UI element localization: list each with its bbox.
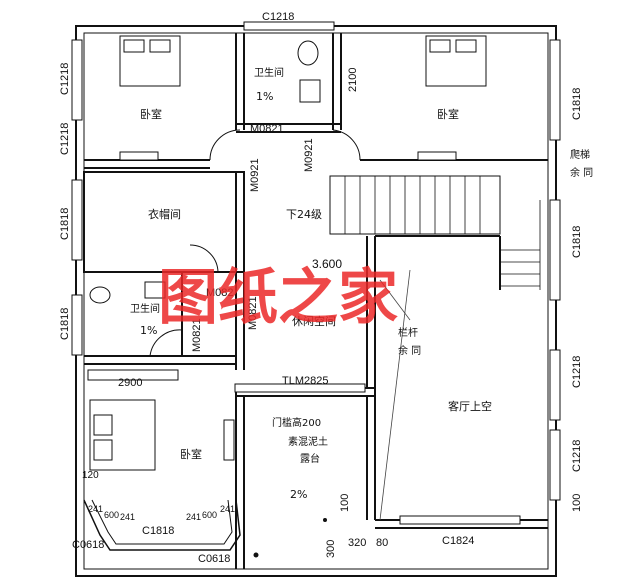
code-c1824-bottom: C1824: [442, 535, 474, 547]
code-c1818-right-b: C1818: [571, 226, 583, 258]
wardrobe-label: 衣帽间: [148, 207, 181, 221]
code-c1218-left-b: C1218: [59, 123, 71, 155]
railing-top-label-1: 爬梯: [570, 148, 590, 161]
opening-codes: C1218 C1218 C1218 C1818 C1818 C1818 C181…: [59, 11, 583, 565]
watermark-text: 图纸之家: [158, 263, 398, 333]
code-m0921-b: M0921: [303, 138, 315, 172]
code-m0821-left: M0821: [191, 318, 203, 352]
lounge-label: 休闲空间: [292, 314, 336, 328]
railing-top-label-2: 余 同: [570, 166, 593, 179]
stair-treads: [344, 176, 541, 521]
bathroom-top-label: 卫生间: [254, 66, 284, 79]
room-labels: 卧室 卧室 卧室 卫生间 卫生间 衣帽间 休闲空间 客厅上空 素混泥土 露台 下…: [130, 66, 593, 501]
dim-320: 320: [348, 537, 366, 549]
door-height-label: 门槛高200: [272, 416, 321, 429]
dim-600-b: 600: [202, 510, 217, 520]
slope-bath-left: 1%: [140, 324, 157, 337]
dim-300: 300: [325, 540, 337, 558]
code-c1218-top: C1218: [262, 11, 294, 23]
code-c1818-right-a: C1818: [571, 88, 583, 120]
living-void-label: 客厅上空: [448, 399, 492, 413]
code-m082: M082: [206, 287, 234, 299]
terrace-material-label: 素混泥土: [288, 435, 328, 448]
dim-120: 120: [82, 470, 99, 481]
dim-241-d: 241: [220, 504, 235, 514]
dim-100-b: 100: [571, 494, 583, 512]
dim-241-a: 241: [88, 504, 103, 514]
terrace-label: 露台: [300, 452, 320, 465]
dimensions: 2100 3.600 2900 100 100 300 320 80 120 2…: [82, 68, 583, 558]
dim-2100: 2100: [347, 68, 359, 92]
slope-terrace: 2%: [290, 488, 307, 501]
slope-bath-top: 1%: [256, 90, 273, 103]
railing-mid-label-2: 余 同: [398, 344, 421, 357]
dim-241-c: 241: [186, 512, 201, 522]
code-m0921-a: M0921: [249, 158, 261, 192]
code-tlm2825: TLM2825: [282, 375, 328, 387]
railing-mid-label-1: 栏杆: [398, 326, 418, 339]
code-c1818-left-b: C1818: [59, 308, 71, 340]
code-m0821-lounge: M0821: [247, 296, 259, 330]
windows: [71, 21, 561, 525]
bathroom-left-label: 卫生间: [130, 302, 160, 315]
dim-2900: 2900: [118, 377, 142, 389]
bedroom-top-left-label: 卧室: [140, 107, 162, 121]
door-swings: [149, 129, 361, 357]
code-c1218-right-b: C1218: [571, 440, 583, 472]
stair-down-label: 下24级: [286, 208, 322, 221]
code-c1818-bottom: C1818: [142, 525, 174, 537]
code-c1218-left-a: C1218: [59, 63, 71, 95]
furniture: [87, 35, 487, 471]
code-m0821-a: M0821: [250, 123, 284, 135]
dim-600-a: 600: [104, 510, 119, 520]
dim-80: 80: [376, 537, 388, 549]
dim-100-a: 100: [339, 494, 351, 512]
code-c1818-left-a: C1818: [59, 208, 71, 240]
dim-3600: 3.600: [312, 257, 342, 271]
code-c1218-right-a: C1218: [571, 356, 583, 388]
bedroom-top-right-label: 卧室: [437, 107, 459, 121]
code-c0618-b: C0618: [198, 553, 230, 565]
terrace-marks: [253, 518, 327, 558]
bedroom-bottom-left-label: 卧室: [180, 447, 202, 461]
code-c0618-a: C0618: [72, 539, 104, 551]
dim-241-b: 241: [120, 512, 135, 522]
